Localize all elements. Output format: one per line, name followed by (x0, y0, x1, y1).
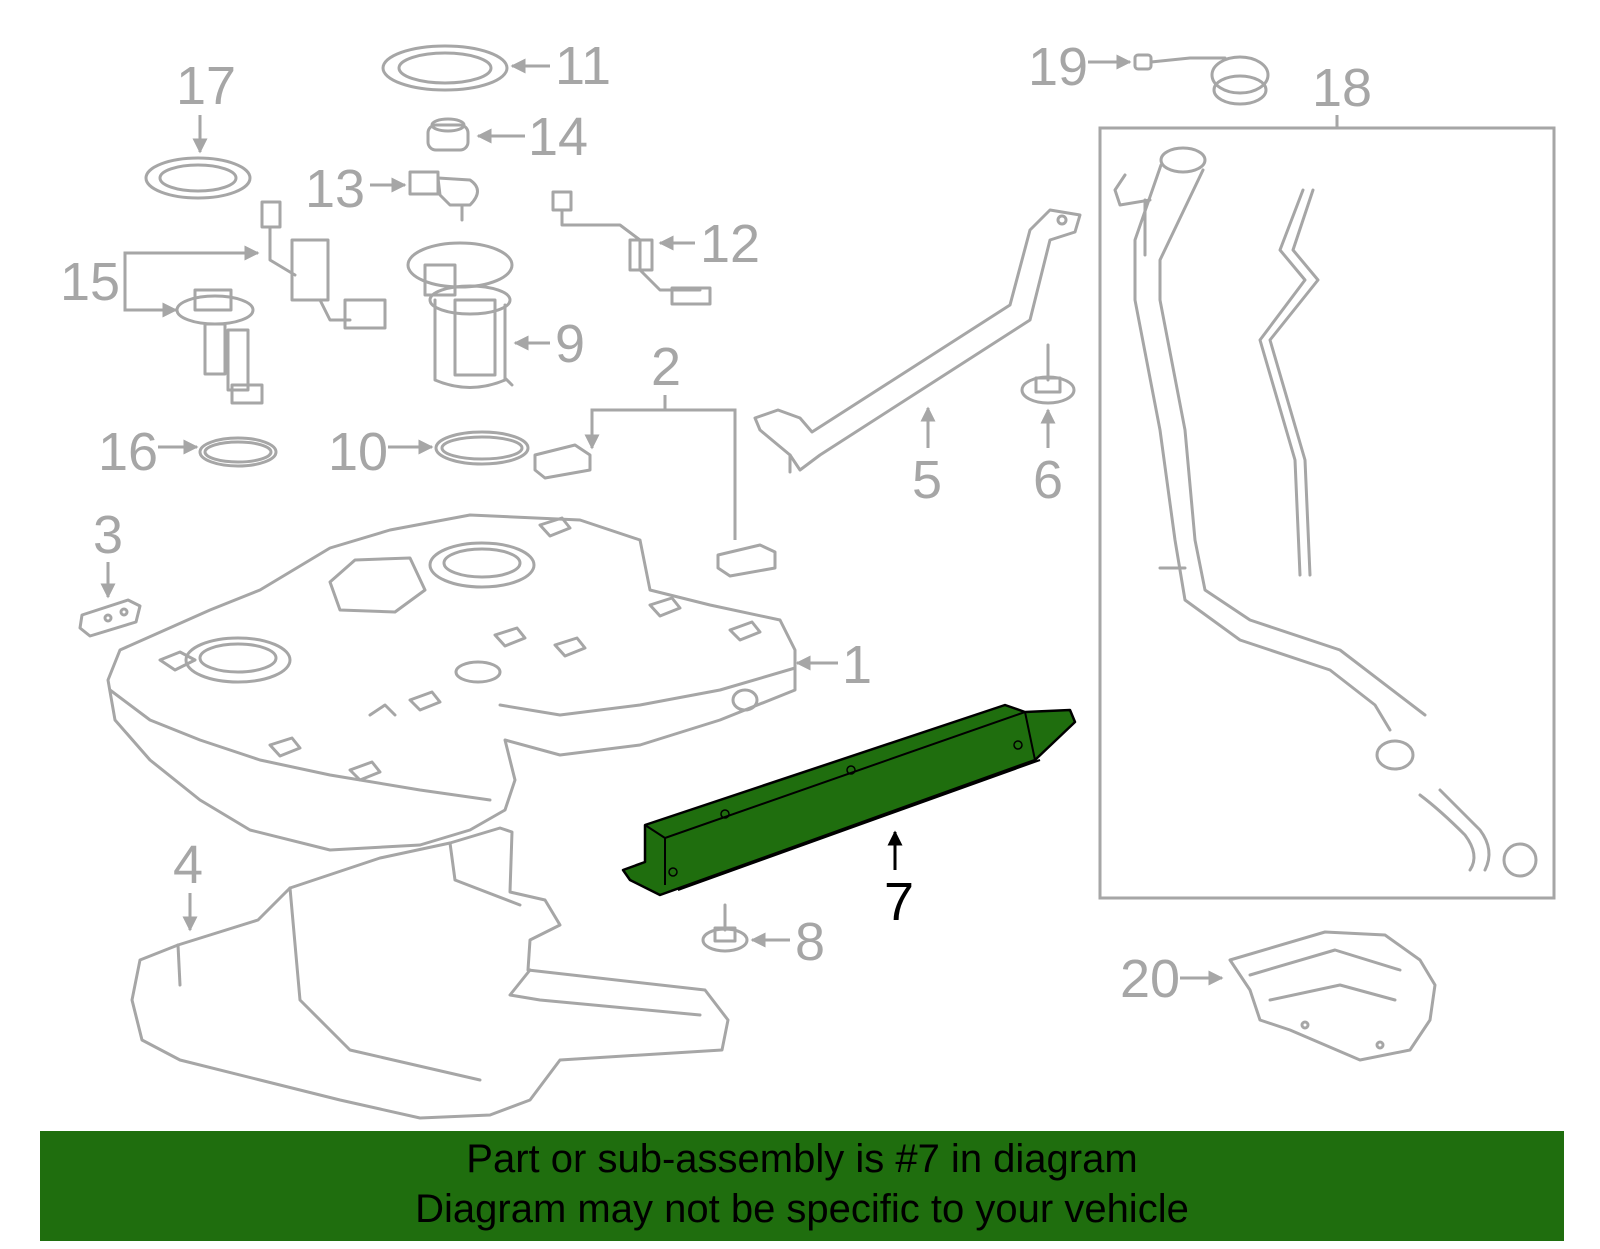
callout-2: 2 (651, 337, 681, 397)
part-16-seal[interactable] (198, 436, 278, 468)
part-5-strap[interactable] (753, 208, 1082, 474)
callout-16: 16 (98, 422, 158, 482)
part-11-lock-ring[interactable] (381, 44, 509, 92)
banner-line-1: Part or sub-assembly is #7 in diagram (466, 1137, 1138, 1181)
callout-14: 14 (528, 107, 588, 167)
callout-20: 20 (1120, 949, 1180, 1009)
part-10-seal[interactable] (434, 430, 530, 466)
part-2-pads[interactable] (533, 443, 777, 578)
callout-8: 8 (795, 912, 825, 972)
callout-18: 18 (1312, 58, 1372, 118)
callout-19: 19 (1028, 37, 1088, 97)
part-18-filler-pipe[interactable] (1113, 146, 1538, 878)
callout-6: 6 (1033, 450, 1063, 510)
callout-5: 5 (912, 450, 942, 510)
part-3-bracket[interactable] (78, 598, 142, 638)
part-13-sensor[interactable] (408, 170, 479, 222)
part-6-bolt[interactable] (1020, 343, 1076, 405)
part-14-valve[interactable] (426, 117, 470, 152)
part-18-box (1098, 126, 1556, 900)
part-20-bracket[interactable] (1228, 930, 1437, 1062)
part-12-sending-unit[interactable] (551, 190, 712, 306)
part-7-crossmember[interactable] (621, 703, 1077, 897)
callout-9: 9 (555, 314, 585, 374)
part-8-bolt[interactable] (701, 903, 749, 953)
callout-11: 11 (555, 36, 611, 96)
arrow-2 (590, 408, 737, 540)
part-19-fuel-cap[interactable] (1133, 53, 1270, 106)
arrow-15b (123, 282, 178, 318)
callout-1: 1 (842, 635, 872, 695)
part-9-fuel-pump[interactable] (406, 241, 514, 389)
part-4-heat-shield[interactable] (130, 826, 730, 1120)
part-17-lock-ring[interactable] (144, 156, 252, 200)
callout-7: 7 (884, 872, 914, 932)
callout-13: 13 (305, 159, 365, 219)
part-15-pump-module[interactable] (175, 200, 387, 405)
info-banner: Part or sub-assembly is #7 in diagram Di… (40, 1131, 1564, 1241)
callout-17: 17 (176, 56, 236, 116)
callout-12: 12 (700, 214, 760, 274)
part-1-fuel-tank[interactable] (106, 513, 797, 852)
callout-4: 4 (173, 835, 203, 895)
callout-15: 15 (60, 252, 120, 312)
callout-3: 3 (93, 505, 123, 565)
arrow-15a (123, 245, 260, 282)
banner-line-2: Diagram may not be specific to your vehi… (415, 1187, 1189, 1231)
callout-10: 10 (328, 422, 388, 482)
